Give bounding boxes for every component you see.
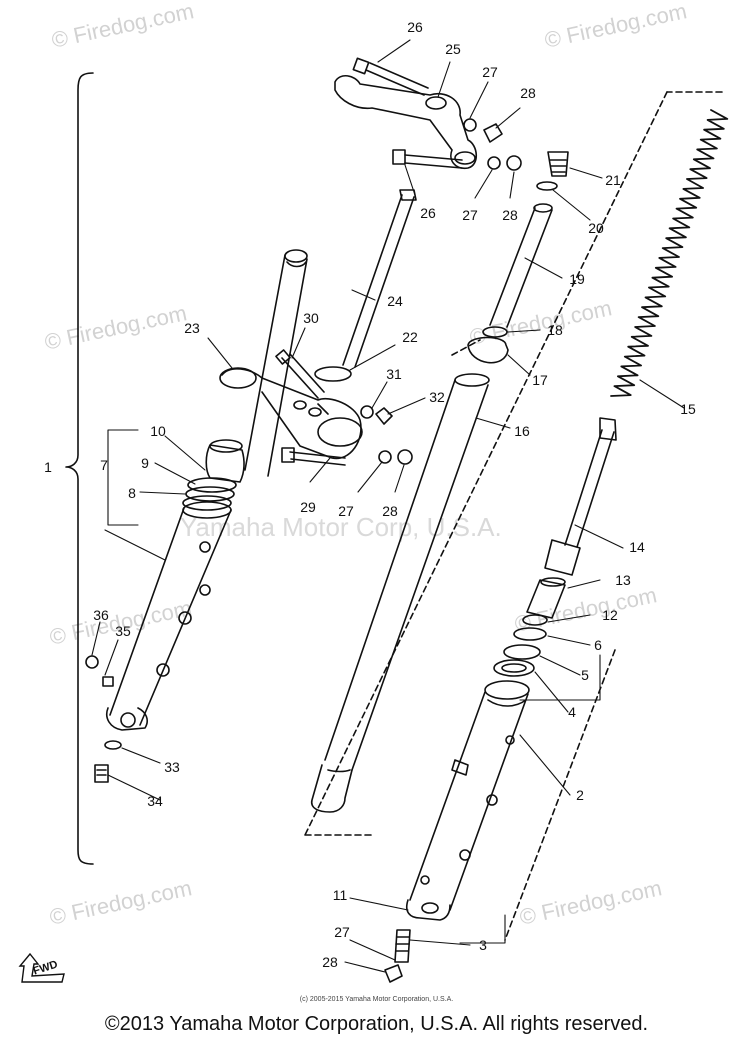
callout-15: 15 <box>680 401 696 417</box>
washer-item-12 <box>522 614 548 626</box>
upper-bracket-item-25 <box>334 57 478 170</box>
callout-14: 14 <box>629 539 645 555</box>
callout-21: 21 <box>605 172 621 188</box>
callout-19: 19 <box>569 271 585 287</box>
cap-item-17 <box>467 336 509 364</box>
callout-27-c: 27 <box>338 503 354 519</box>
spring-item-15 <box>610 109 729 397</box>
left-fork-assembly <box>85 249 308 783</box>
callout-4: 4 <box>568 704 576 720</box>
oring-item-20 <box>536 181 558 191</box>
callout-35: 35 <box>115 623 131 639</box>
callout-27-a: 27 <box>482 64 498 80</box>
callout-27-b: 27 <box>462 207 478 223</box>
forward-arrow-icon: FWD <box>18 952 65 983</box>
callout-10: 10 <box>150 423 166 439</box>
callout-1: 1 <box>44 459 52 475</box>
callout-18: 18 <box>547 322 563 338</box>
bracket-item-1 <box>65 72 94 865</box>
watermark-center: Yamaha Motor Corp, U.S.A. <box>180 512 502 542</box>
callout-26-mid: 26 <box>420 205 436 221</box>
callout-23: 23 <box>184 320 200 336</box>
callout-12: 12 <box>602 607 618 623</box>
callout-29: 29 <box>300 499 316 515</box>
copyright-main: ©2013 Yamaha Motor Corporation, U.S.A. A… <box>104 1013 649 1035</box>
callout-27-d: 27 <box>334 924 350 940</box>
callout-22: 22 <box>402 329 418 345</box>
inner-tube-item-16 <box>310 373 490 813</box>
spacer-item-19 <box>489 207 553 328</box>
outer-tube-item-2 <box>405 680 530 921</box>
callout-33: 33 <box>164 759 180 775</box>
copyright-small: (c) 2005-2015 Yamaha Motor Corporation, … <box>299 996 454 1003</box>
ring-item-18 <box>482 326 508 338</box>
callout-28-c: 28 <box>382 503 398 519</box>
callout-2: 2 <box>576 787 584 803</box>
callout-6: 6 <box>594 637 602 653</box>
callout-13: 13 <box>615 572 631 588</box>
callout-28-b: 28 <box>502 207 518 223</box>
callout-24: 24 <box>387 293 403 309</box>
callout-20: 20 <box>588 220 604 236</box>
piece-item-13 <box>526 579 566 619</box>
cap-bolt-item-21 <box>547 151 569 177</box>
callout-17: 17 <box>532 372 548 388</box>
callout-16: 16 <box>514 423 530 439</box>
damper-rod-item-14 <box>544 417 617 576</box>
callout-30: 30 <box>303 310 319 326</box>
callout-28-a: 28 <box>520 85 536 101</box>
lower-bracket-item-23 <box>219 349 363 466</box>
seal-item-4 <box>493 659 535 677</box>
callout-26-top: 26 <box>407 19 423 35</box>
clip-item-6 <box>513 627 547 641</box>
callout-25: 25 <box>445 41 461 57</box>
washer-item-22 <box>314 366 352 382</box>
callout-34: 34 <box>147 793 163 809</box>
callout-8: 8 <box>128 485 136 501</box>
callout-36: 36 <box>93 607 109 623</box>
callout-31: 31 <box>386 366 402 382</box>
callout-labels: 1 2 3 4 5 6 7 8 9 10 11 12 13 14 15 16 1… <box>44 19 696 970</box>
steering-stem-item-24 <box>342 194 415 368</box>
callout-11: 11 <box>333 887 348 903</box>
washer-item-5 <box>503 644 541 660</box>
callout-32: 32 <box>429 389 445 405</box>
callout-9: 9 <box>141 455 149 471</box>
callout-7: 7 <box>100 457 108 473</box>
callout-28-d: 28 <box>322 954 338 970</box>
leader-lines <box>91 39 685 973</box>
callout-5: 5 <box>581 667 589 683</box>
callout-3: 3 <box>479 937 487 953</box>
